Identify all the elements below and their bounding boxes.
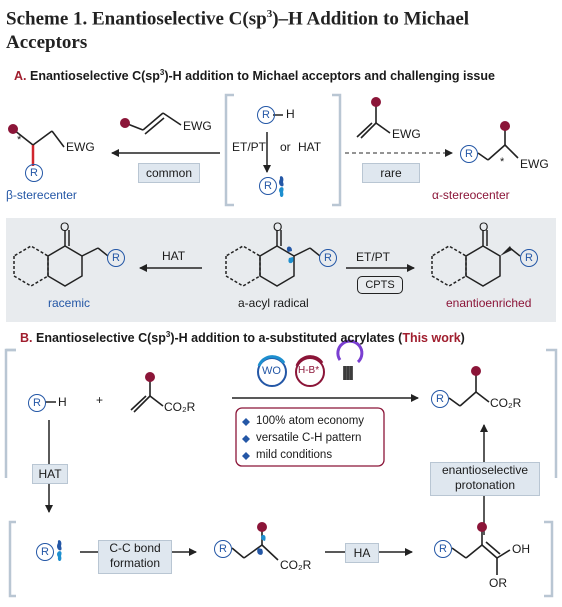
- beta-label: β-sterecenter: [6, 188, 77, 202]
- common-box: common: [138, 163, 200, 183]
- co2r-label: CO₂R: [164, 400, 196, 414]
- plus-sign: +: [96, 393, 104, 407]
- enol-product: [451, 528, 511, 575]
- maroon-dot: [8, 124, 18, 134]
- bullet-1: 100% atom economy: [256, 415, 365, 427]
- or-label: or: [280, 140, 291, 154]
- carbonyl-o: O: [479, 220, 489, 234]
- ewg-label: EWG: [520, 157, 549, 171]
- michael-acceptor: [124, 112, 182, 135]
- light-source-icon: [336, 339, 364, 380]
- co2r-label: CO₂R: [490, 396, 522, 410]
- r-group: R: [460, 145, 478, 163]
- enantio-tetralone: [431, 230, 521, 287]
- r-group: R: [214, 540, 232, 558]
- r-group: R: [107, 249, 125, 267]
- stereo-star: *: [500, 156, 505, 168]
- scheme-title: Scheme 1. Enantioselective C(sp3)–H Addi…: [6, 8, 470, 54]
- hat-label: HAT: [298, 140, 322, 154]
- r-group: R: [257, 106, 275, 124]
- acyl-radical: [225, 230, 321, 287]
- alpha-label: α-stereocenter: [432, 188, 510, 202]
- stereo-star: *: [17, 134, 22, 146]
- acrylate-b: [130, 378, 164, 413]
- cpts-box: CPTS: [357, 276, 403, 294]
- hb-catalyst-icon: [295, 355, 325, 387]
- maroon-dot: [120, 118, 130, 128]
- r-group: R: [319, 249, 337, 267]
- bullet-3: mild conditions: [256, 449, 333, 461]
- h-atom: H: [286, 107, 295, 121]
- acyl-radical-label: a-acyl radical: [238, 296, 309, 310]
- top-brackets: [224, 93, 342, 207]
- rare-box: rare: [362, 163, 420, 183]
- wo-catalyst-icon: [257, 355, 287, 387]
- product-b: [448, 372, 490, 407]
- ewg-label: EWG: [392, 127, 421, 141]
- r-group: R: [36, 543, 54, 561]
- enantio-label: enantioenriched: [446, 296, 532, 310]
- alpha-product: [477, 127, 519, 161]
- hb-label: H-B*: [298, 365, 320, 376]
- oh-label: OH: [512, 542, 530, 556]
- section-b-heading: B. Enantioselective C(sp3)-H addition to…: [20, 330, 465, 346]
- radical-adduct: [231, 528, 279, 561]
- racemic-tetralone: [13, 230, 109, 287]
- bullet-2: versatile C-H pattern: [256, 432, 362, 444]
- r-group: R: [259, 177, 277, 195]
- section-b-bracket: [4, 348, 558, 478]
- or-label: OR: [489, 576, 507, 590]
- ewg-label: EWG: [66, 140, 95, 154]
- ewg-label: EWG: [183, 119, 212, 133]
- racemic-label: racemic: [48, 296, 91, 310]
- et-pt-label: ET/PT: [356, 250, 391, 264]
- bottom-bracket: [8, 520, 554, 598]
- r-group: R: [431, 390, 449, 408]
- beta-product: [13, 129, 65, 166]
- wo-label: WO: [262, 365, 281, 377]
- hat-label: HAT: [162, 249, 186, 263]
- r-group: R: [520, 249, 538, 267]
- acrylate-reagent: [356, 103, 391, 139]
- r-group: R: [25, 164, 43, 182]
- hat-box: HAT: [32, 464, 68, 484]
- carbonyl-o: O: [60, 220, 70, 234]
- r-group: R: [28, 394, 46, 412]
- et-pt-label: ET/PT: [232, 140, 267, 154]
- carbonyl-o: O: [273, 220, 283, 234]
- section-a-heading: A. Enantioselective C(sp3)-H addition to…: [14, 68, 495, 84]
- ha-box: HA: [345, 543, 379, 563]
- co2r-label: CO₂R: [280, 558, 312, 572]
- h-atom: H: [58, 395, 67, 409]
- r-group: R: [434, 540, 452, 558]
